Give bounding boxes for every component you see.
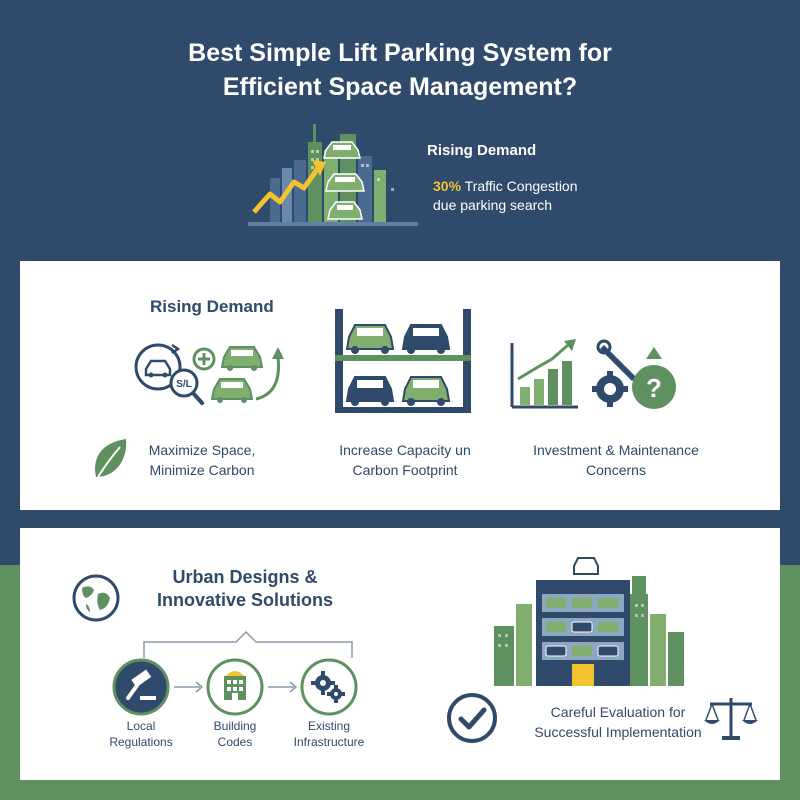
hero-text: Rising Demand 30% Traffic Congestion due… — [427, 142, 578, 215]
gears-icon — [300, 658, 358, 716]
feature-3-line-2: Concerns — [586, 462, 646, 478]
hero-stat: 30% Traffic Congestion due parking searc… — [427, 177, 578, 215]
gavel-icon — [112, 658, 170, 716]
panel-2-heading-line-2: Innovative Solutions — [156, 590, 334, 610]
step-1-line-1: Local — [126, 719, 156, 733]
evaluation-line-1: Careful Evaluation for — [550, 704, 686, 720]
balance-scale-icon — [704, 698, 758, 740]
cost-chart-icon: ? — [510, 339, 676, 409]
building-icon — [206, 658, 264, 716]
arrow-right-icon — [268, 681, 298, 693]
globe-icon — [72, 574, 120, 622]
feature-caption-1: Maximize Space, Minimize Carbon — [132, 440, 272, 480]
page-title-line-2: Efficient Space Management? — [222, 73, 578, 101]
feature-2-line-2: Carbon Footprint — [352, 462, 458, 478]
step-2-line-2: Codes — [217, 735, 253, 749]
stat-text-1: Traffic Congestion — [464, 178, 578, 194]
page-title: Best Simple Lift Parking System for Effi… — [0, 36, 800, 104]
stat-percent: 30% — [433, 178, 462, 194]
arrow-right-icon — [174, 681, 204, 693]
panel-1-heading: Rising Demand — [150, 297, 274, 316]
feature-3-line-1: Investment & Maintenance — [533, 442, 699, 458]
badge-text: S/L — [176, 379, 192, 390]
stat-text-2: due parking search — [433, 197, 553, 213]
bracket-connector — [143, 630, 353, 658]
hero-heading: Rising Demand — [427, 142, 537, 159]
feature-caption-2: Increase Capacity un Carbon Footprint — [320, 440, 490, 480]
city-skyline-cars-rising-arrow-icon — [248, 124, 418, 226]
svg-text:?: ? — [646, 373, 662, 403]
step-2-line-1: Building — [213, 719, 257, 733]
step-3-line-2: Infrastructure — [293, 735, 365, 749]
step-label-1: Local Regulations — [86, 718, 196, 750]
considerations-panel: Urban Designs & Innovative Solutions — [20, 528, 780, 780]
panel-2-heading: Urban Designs & Innovative Solutions — [150, 566, 340, 612]
step-3-line-1: Existing — [307, 719, 351, 733]
check-icon — [447, 693, 497, 743]
feature-1-line-2: Minimize Carbon — [149, 462, 255, 478]
leaf-icon — [95, 439, 127, 478]
step-1-line-2: Regulations — [109, 735, 173, 749]
step-label-2: Building Codes — [180, 718, 290, 750]
evaluation-text: Careful Evaluation for Successful Implem… — [518, 702, 718, 742]
feature-1-line-1: Maximize Space, — [148, 442, 256, 458]
lift-rack-icon — [335, 309, 471, 413]
feature-caption-3: Investment & Maintenance Concerns — [514, 440, 718, 480]
step-label-3: Existing Infrastructure — [274, 718, 384, 750]
panel-2-heading-line-1: Urban Designs & — [172, 567, 318, 587]
page-title-line-1: Best Simple Lift Parking System for — [188, 39, 612, 67]
parking-tower-icon — [494, 557, 684, 686]
feature-2-line-1: Increase Capacity un — [339, 442, 471, 458]
evaluation-line-2: Successful Implementation — [534, 724, 702, 740]
car-search-growth-icon: S/L — [134, 343, 284, 405]
benefits-panel: Rising Demand S/L — [20, 261, 780, 510]
